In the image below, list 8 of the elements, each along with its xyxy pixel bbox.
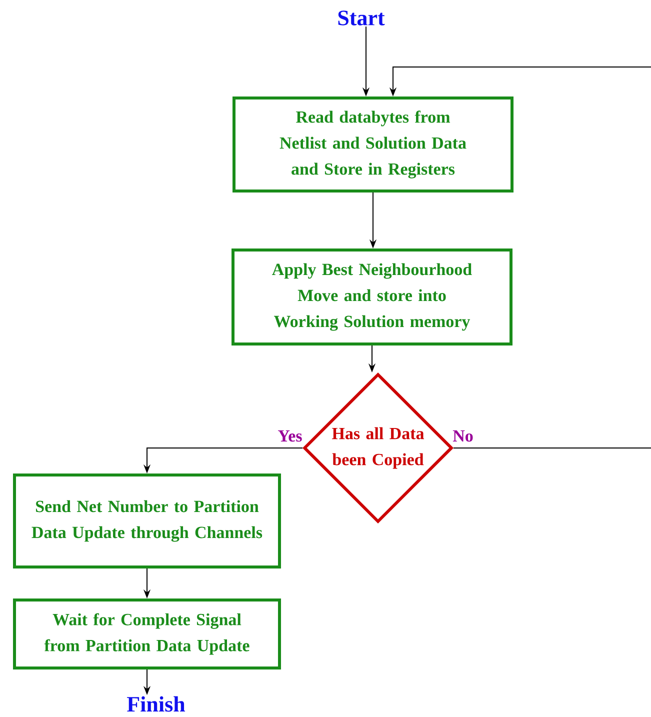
terminal-label: Finish [127, 696, 186, 712]
terminal-label: Start [338, 10, 385, 26]
process-box: Read databytes from Netlist and Solution Data and Store in Registers [232, 96, 514, 192]
process-box: Send Net Number to Partition Data Update through Channels [13, 474, 281, 568]
process-box: Wait for Complete Signal from Partition Data Update [13, 598, 281, 670]
edge-label: Yes [276, 429, 304, 443]
edge-label: No [452, 429, 474, 443]
process-box: Apply Best Neighbourhood Move and store into Working Solution memory [232, 248, 512, 346]
